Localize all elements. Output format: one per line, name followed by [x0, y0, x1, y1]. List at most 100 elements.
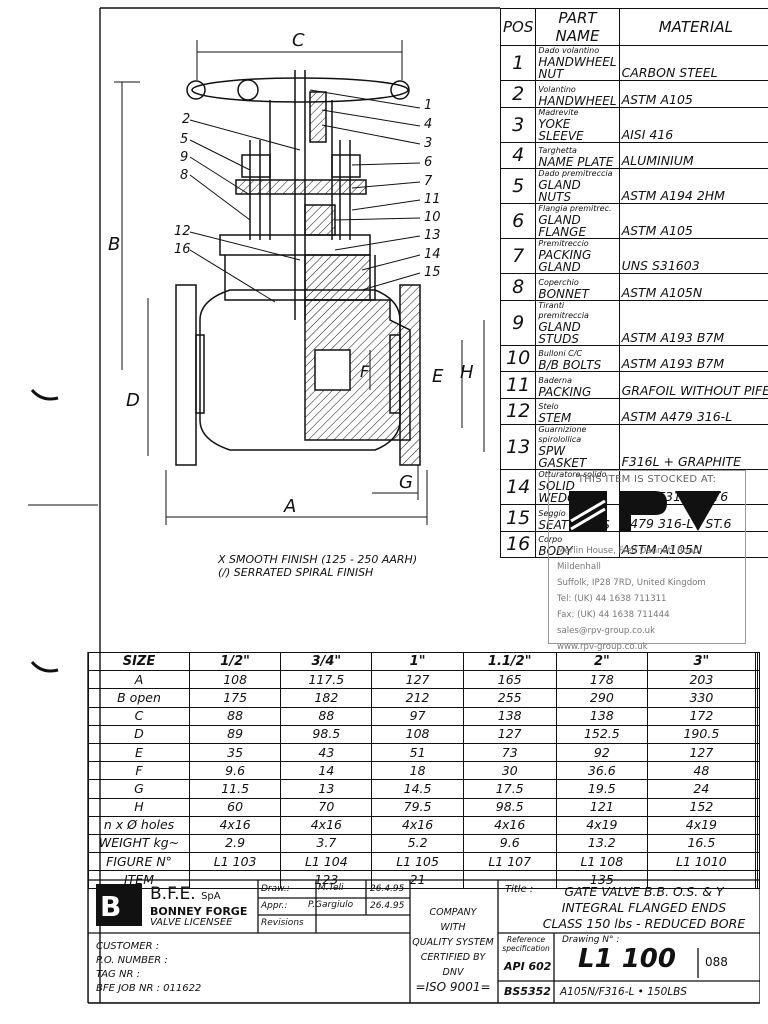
- size-cell: [756, 742, 761, 763]
- italian-name: Tiranti premitreccia: [538, 300, 589, 320]
- size-cell: 165: [462, 670, 557, 690]
- pos-cell: 2: [499, 80, 537, 108]
- size-cell: 70: [280, 797, 373, 817]
- italian-name: Dado volantino: [538, 46, 600, 55]
- size-cell: L1 105: [371, 852, 464, 872]
- licensee: VALVE LICENSEE: [150, 917, 233, 928]
- callout: 16: [174, 242, 191, 257]
- size-cell: 127: [371, 670, 464, 690]
- english-name: BODY: [538, 544, 573, 558]
- material-cell: ASTM A105: [618, 80, 768, 108]
- english-name: GLAND FLANGE: [538, 213, 587, 239]
- material-cell: CARBON STEEL: [618, 45, 768, 81]
- italian-name: Corpo: [538, 535, 563, 544]
- size-cell: 14: [280, 761, 373, 781]
- row-label: n x Ø holes: [88, 815, 190, 835]
- size-cell: L1 104: [280, 852, 373, 872]
- italian-name: Madrevite: [538, 107, 579, 117]
- size-cell: 17.5: [462, 779, 557, 799]
- pos-cell: 6: [499, 203, 537, 239]
- italian-name: Premitreccio: [538, 239, 589, 248]
- english-name: NAME PLATE: [538, 155, 614, 169]
- svg-text:B: B: [100, 890, 121, 923]
- pos-cell: 3: [499, 106, 537, 143]
- rpv-logo: [569, 491, 721, 531]
- size-cell: 13.2: [555, 833, 648, 854]
- row-label: E: [88, 742, 190, 763]
- callout: 1: [424, 98, 433, 113]
- size-cell: 4x19: [555, 815, 648, 835]
- finish-mark-1: X: [218, 553, 226, 566]
- dim-e-label: E: [432, 366, 444, 387]
- size-cell: 98.5: [280, 724, 373, 744]
- phone: Tel: (UK) 44 1638 711311: [557, 594, 667, 604]
- size-cell: 138: [462, 706, 557, 726]
- size-cell: 5.2: [371, 833, 464, 854]
- website: www.rpv-group.co.uk: [557, 642, 648, 652]
- title-line: GATE VALVE B.B. O.S. & Y: [564, 884, 724, 899]
- size-cell: [756, 761, 761, 781]
- pos-cell: 4: [499, 141, 537, 169]
- size-cell: 152: [646, 797, 756, 817]
- italian-name: Stelo: [538, 402, 559, 411]
- size-column-header: 1": [371, 651, 464, 672]
- material-code: A105N/F316-L • 150LBS: [560, 986, 687, 998]
- sheet-code: 088: [705, 955, 728, 969]
- size-column-header: 3": [646, 651, 756, 672]
- callout: 14: [424, 247, 441, 262]
- material-cell: F316L + GRAPHITE: [618, 424, 768, 470]
- size-cell: 9.6: [462, 833, 557, 854]
- callout: 2: [182, 112, 191, 127]
- dim-f-label: F: [360, 362, 370, 381]
- pos-cell: 16: [499, 530, 537, 558]
- size-cell: 43: [280, 742, 373, 763]
- stockist-header: THIS ITEM IS STOCKED AT:: [577, 474, 717, 485]
- english-name: BONNET: [538, 286, 589, 301]
- drawn-by: M.Teli: [318, 883, 344, 893]
- material-cell: ASTM A105N: [618, 273, 768, 301]
- callout: 5: [180, 132, 189, 147]
- size-cell: L1 1010: [646, 852, 756, 872]
- callout: 12: [174, 224, 191, 239]
- row-label: A: [88, 670, 190, 690]
- customer-info: CUSTOMER : P.O. NUMBER : TAG NR : BFE JO…: [96, 940, 201, 996]
- po-number: P.O. NUMBER :: [96, 955, 168, 966]
- callout: 15: [424, 265, 441, 280]
- reference-bs: BS5352: [504, 985, 551, 998]
- drawing-title: GATE VALVE B.B. O.S. & Y INTEGRAL FLANGE…: [530, 884, 758, 932]
- size-cell: L1 103: [188, 852, 282, 872]
- size-cell: 88: [280, 706, 373, 726]
- english-name: SPW GASKET: [538, 444, 587, 470]
- material-cell: ASTM A193 B7M: [618, 299, 768, 346]
- size-cell: L1 107: [462, 852, 557, 872]
- row-label: D: [88, 724, 190, 744]
- english-name: PACKING: [538, 384, 592, 399]
- dim-b-label: B: [108, 234, 121, 255]
- size-cell: 73: [462, 742, 557, 763]
- dim-d-label: D: [126, 390, 140, 411]
- size-cell: [756, 724, 761, 744]
- size-cell: 108: [371, 724, 464, 744]
- size-column-header: 3/4": [280, 651, 373, 672]
- dim-a-label: A: [284, 496, 297, 517]
- size-cell: 127: [462, 724, 557, 744]
- pos-cell: 8: [499, 273, 537, 301]
- pos-header: POS: [499, 8, 537, 46]
- title-line: CLASS 150 lbs - REDUCED BORE: [542, 916, 746, 931]
- callout: 11: [424, 192, 441, 207]
